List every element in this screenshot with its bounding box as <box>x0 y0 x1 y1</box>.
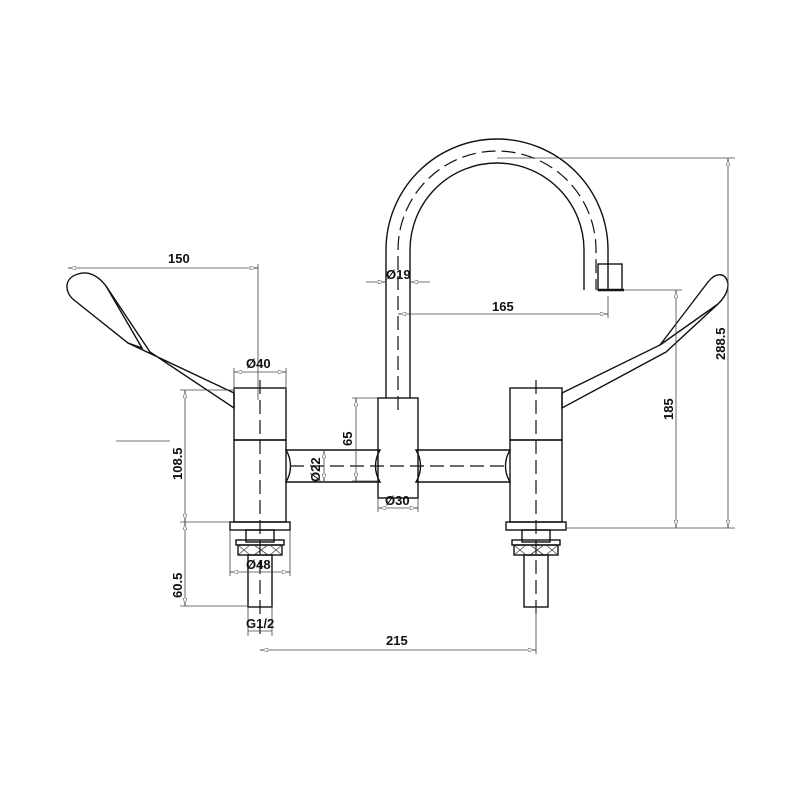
dim-spout-diameter: Ø19 <box>386 267 411 282</box>
dim-thread: G1/2 <box>246 616 274 631</box>
dim-spout-outlet-height: 185 <box>661 398 676 420</box>
dim-bridge-diameter: Ø22 <box>308 457 323 482</box>
right-valve <box>505 274 729 620</box>
dim-hub-height: 65 <box>340 432 355 446</box>
dim-spout-reach: 165 <box>492 299 514 314</box>
right-lever-slot <box>659 303 719 346</box>
right-lever-handle <box>561 274 729 410</box>
spout <box>377 138 624 499</box>
dim-shank-length: 60.5 <box>170 573 185 598</box>
dim-overall-height: 288.5 <box>713 327 728 360</box>
bridge-pipe <box>284 449 512 483</box>
left-lever-handle <box>66 272 235 410</box>
spout-outlet <box>597 263 623 291</box>
left-lever-slot <box>105 285 144 350</box>
dimensions: 150 Ø40 108.5 60.5 Ø48 G1/2 215 Ø22 <box>68 157 735 654</box>
dim-lever-reach: 150 <box>168 251 190 266</box>
dim-centres: 215 <box>386 633 408 648</box>
dim-flange-diameter: Ø48 <box>246 557 271 572</box>
dim-body-height: 108.5 <box>170 447 185 480</box>
left-valve <box>66 272 291 640</box>
hub <box>377 397 419 499</box>
dim-hub-diameter: Ø30 <box>385 493 410 508</box>
dim-body-diameter: Ø40 <box>246 356 271 371</box>
